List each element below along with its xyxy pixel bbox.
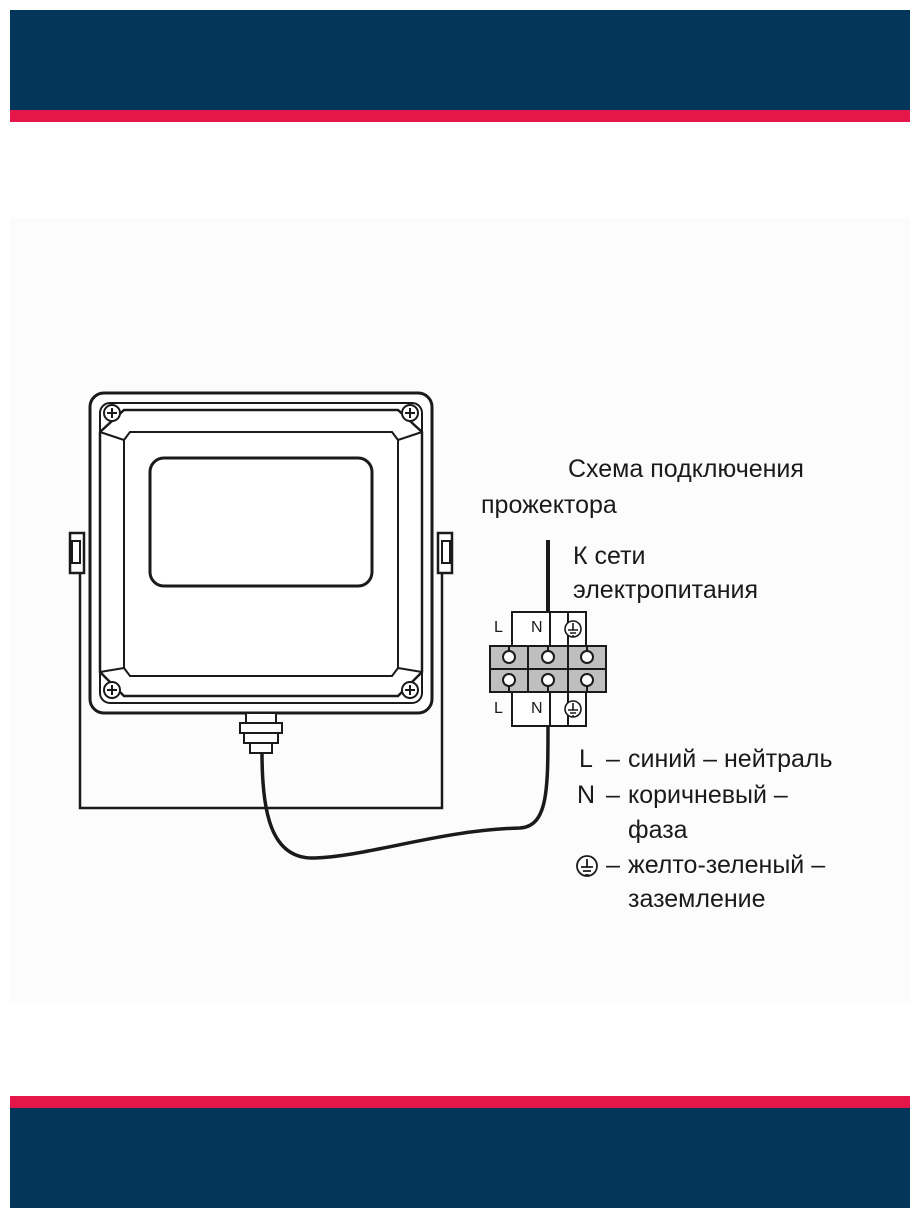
header-band [10,10,910,110]
legend-text-l: синий – нейтраль [628,745,833,773]
legend-text-n-line1: коричневый – [628,781,788,809]
supply-label-line2: электропитания [573,576,759,604]
legend-dash-l: – [606,745,620,773]
ground-icon [564,700,582,718]
footer-band [10,1108,910,1208]
housing-screws [103,404,419,699]
legend-text-n-line2: фаза [628,816,688,844]
ground-icon [564,620,582,638]
terminal-label-l-bottom: L [494,700,503,717]
terminal-label-l-top: L [494,619,503,636]
legend-mark-l: L [579,745,593,773]
legend-text-ground-line2: заземление [628,885,766,913]
terminal-block [489,611,607,727]
diagram-title-line2: прожектора [481,491,617,519]
footer-stripe [10,1096,910,1108]
cable-gland [239,712,283,754]
lens-window [148,456,374,588]
supply-label-line1: К сети [573,542,646,570]
terminal-label-n-top: N [531,619,543,636]
terminal-label-n-bottom: N [531,700,543,717]
mounting-bracket [68,531,454,810]
legend-text-ground-line1: желто-зеленый – [628,851,826,879]
legend-mark-n: N [577,781,596,809]
legend-dash-ground: – [606,851,620,879]
legend-dash-n: – [606,781,620,809]
ground-icon [576,855,598,877]
power-cable [260,724,550,860]
header-stripe [10,110,910,122]
diagram-title-line1: Схема подключения [568,455,804,483]
